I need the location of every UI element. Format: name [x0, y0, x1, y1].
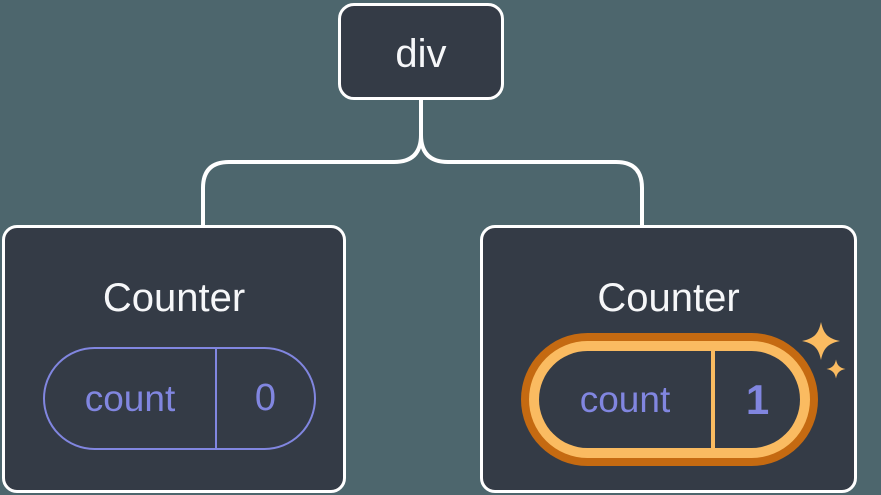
- state-key-label: count: [579, 378, 671, 420]
- connector-branch-right: [419, 100, 644, 226]
- state-key-cell: count: [539, 351, 711, 448]
- counter-card-left: Counter count 0: [2, 225, 346, 493]
- sparkle-icon: [802, 322, 840, 360]
- connector-branch-left: [201, 100, 423, 226]
- counter-card-right: Counter count 1: [480, 225, 857, 493]
- state-pill-highlighted: count 1: [521, 333, 818, 466]
- component-title: Counter: [597, 276, 740, 320]
- state-value-label: 0: [254, 377, 277, 419]
- state-key-label: count: [84, 377, 176, 419]
- state-value-label: 1: [745, 375, 770, 423]
- state-pill: count 0: [43, 347, 316, 450]
- sparkle-icon: [826, 359, 846, 379]
- state-value-cell: 0: [217, 349, 314, 448]
- root-node-div: div: [338, 3, 504, 100]
- component-title: Counter: [102, 276, 246, 320]
- state-value-cell: 1: [715, 351, 800, 448]
- root-node-label: div: [395, 31, 447, 76]
- state-key-cell: count: [45, 349, 217, 448]
- pill-divider: [711, 351, 715, 448]
